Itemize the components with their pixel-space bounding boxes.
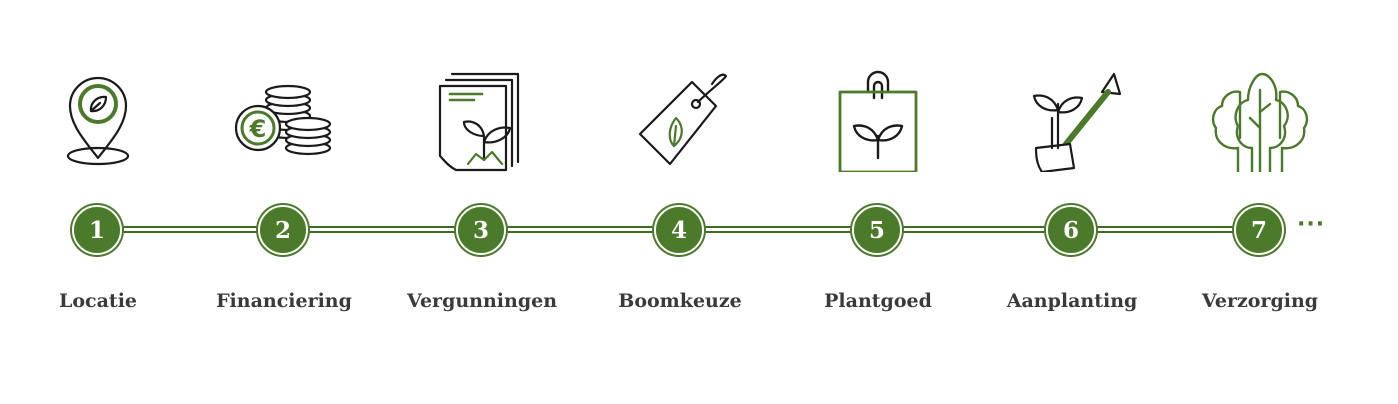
timeline-connector [1094, 225, 1236, 234]
step-locatie: 1 Locatie [59, 0, 137, 404]
timeline-connector [504, 225, 656, 234]
step-aanplanting: 6 Aanplanting [1007, 0, 1137, 404]
step-plantgoed: 5 Plantgoed [824, 0, 932, 404]
step-number-badge[interactable]: 2 [258, 205, 308, 255]
step-label: Plantgoed [824, 290, 932, 312]
step-number-badge[interactable]: 1 [72, 205, 122, 255]
timeline-connector [702, 225, 854, 234]
timeline-connector [900, 225, 1050, 234]
trees-icon [1210, 68, 1310, 172]
location-pin-leaf-icon [48, 68, 148, 172]
more-steps-ellipsis: ··· [1297, 212, 1326, 237]
timeline-connector [120, 225, 260, 234]
timeline-connector [306, 225, 458, 234]
step-vergunningen: 3 Vergunningen [407, 0, 557, 404]
step-number-badge[interactable]: 7 [1234, 205, 1284, 255]
step-financiering: € 2 Financiering [216, 0, 352, 404]
euro-coins-icon: € [234, 68, 334, 172]
step-number-badge[interactable]: 5 [852, 205, 902, 255]
shopping-bag-plant-icon [828, 68, 928, 172]
step-label: Aanplanting [1006, 290, 1138, 312]
svg-text:€: € [249, 115, 267, 143]
step-label: Vergunningen [406, 290, 558, 312]
permit-documents-icon [432, 68, 532, 172]
step-number-badge[interactable]: 6 [1046, 205, 1096, 255]
sapling-shovel-icon [1022, 68, 1122, 172]
price-tag-leaf-icon [630, 68, 730, 172]
step-number-badge[interactable]: 3 [456, 205, 506, 255]
step-label: Boomkeuze [618, 290, 742, 312]
step-label: Locatie [59, 290, 137, 312]
step-number-badge[interactable]: 4 [654, 205, 704, 255]
step-label: Financiering [216, 290, 352, 312]
step-boomkeuze: 4 Boomkeuze [618, 0, 742, 404]
step-verzorging: 7 Verzorging [1202, 0, 1318, 404]
step-label: Verzorging [1201, 290, 1319, 312]
